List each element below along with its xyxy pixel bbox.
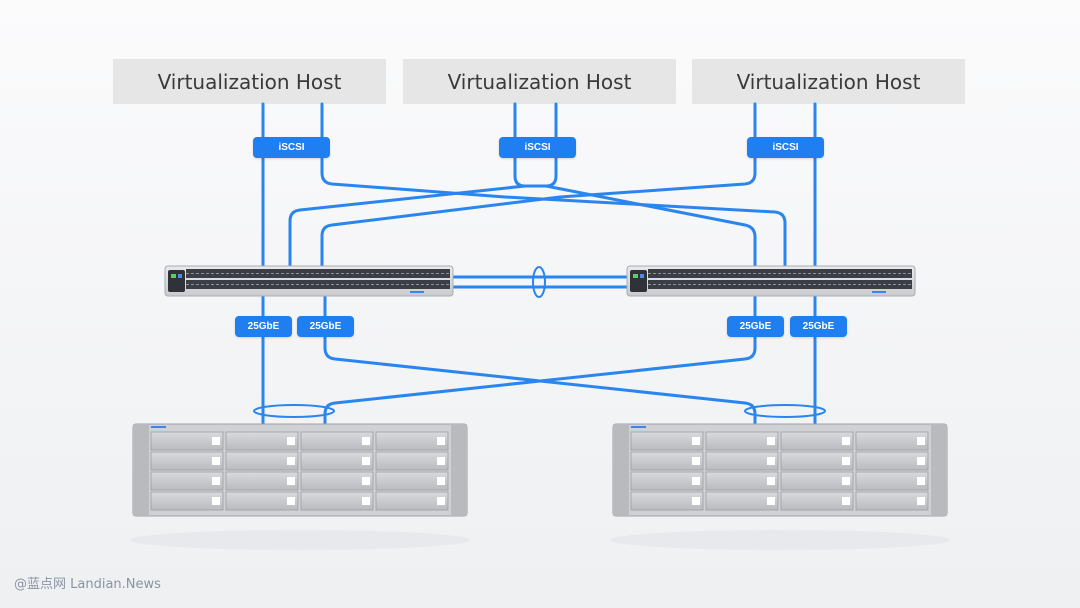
virtualization-host-3: Virtualization Host: [692, 59, 965, 104]
link-sw1-down-b: [323, 293, 757, 427]
link-sw2-down-b: [323, 293, 757, 427]
link-lines: [261, 102, 817, 427]
iscsi-badge-1: iSCSI: [253, 137, 330, 158]
ethernet-badge-2: 25GbE: [297, 316, 354, 337]
link-host3-b: [320, 102, 757, 270]
switch-2: [626, 265, 916, 297]
storage-array-1: [132, 423, 468, 517]
iscsi-badge-2: iSCSI: [499, 137, 576, 158]
ethernet-badge-3: 25GbE: [727, 316, 784, 337]
switch-1: [164, 265, 454, 297]
link-host2-a: [513, 102, 558, 188]
virtualization-host-1: Virtualization Host: [113, 59, 386, 104]
link-host2-c: [544, 184, 757, 270]
storage2-bundle-ellipse: [744, 404, 826, 418]
storage1-bundle-ellipse: [253, 404, 335, 418]
iscsi-badge-3: iSCSI: [747, 137, 824, 158]
link-host1-b: [320, 102, 787, 270]
link-host2-b: [288, 184, 527, 270]
inter-switch-bundle-ellipse: [532, 266, 546, 298]
ethernet-badge-1: 25GbE: [235, 316, 292, 337]
ethernet-badge-4: 25GbE: [790, 316, 847, 337]
storage-array-2: [612, 423, 948, 517]
virtualization-host-2: Virtualization Host: [403, 59, 676, 104]
watermark: @蓝点网 Landian.News: [14, 577, 161, 592]
